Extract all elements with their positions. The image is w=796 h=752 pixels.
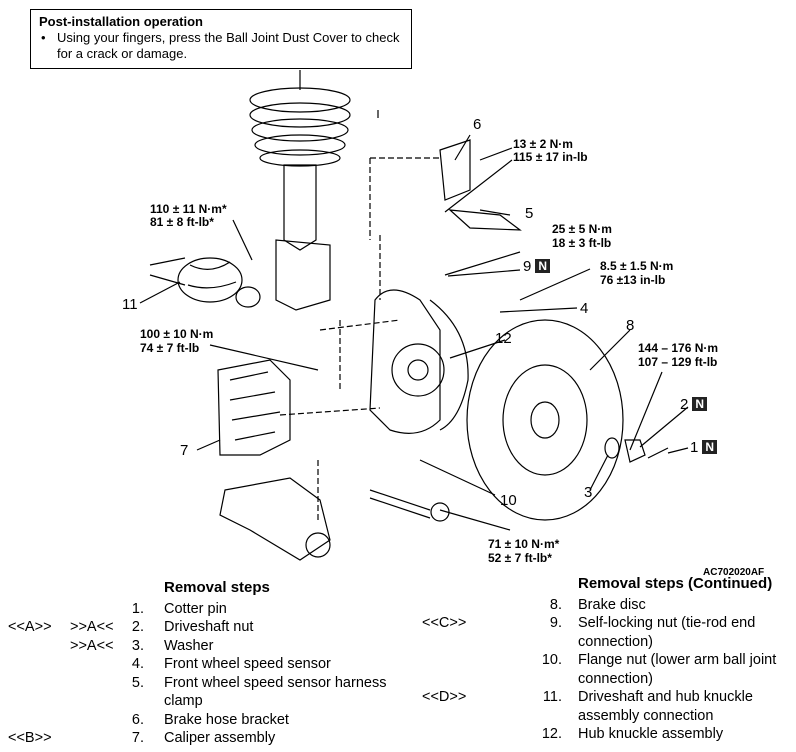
removal-steps-continued-title: Removal steps (Continued) bbox=[578, 575, 773, 592]
step-text: Washer bbox=[164, 637, 214, 654]
driveshaft bbox=[149, 257, 186, 286]
torque-6-imperial: 115 ± 17 in-lb bbox=[513, 150, 588, 164]
callout-5: 5 bbox=[525, 205, 534, 222]
torque-11-imperial: 81 ± 8 ft-lb* bbox=[150, 215, 214, 229]
tie-rod bbox=[369, 489, 431, 519]
step-number: 11. bbox=[542, 689, 562, 705]
torque-7-imperial: 74 ± 7 ft-lb bbox=[140, 341, 200, 355]
step-text: Front wheel speed sensor harness clamp bbox=[164, 674, 387, 710]
list-item: >>A<< 3. Washer bbox=[0, 637, 410, 656]
step-number: 6. bbox=[131, 711, 144, 728]
callout-10: 10 bbox=[500, 492, 517, 509]
callout-11: 11 bbox=[122, 296, 138, 313]
torque-2-imperial: 107 – 129 ft-lb bbox=[638, 355, 718, 369]
list-item: 8. Brake disc bbox=[410, 596, 796, 615]
figure-code: AC702020AF bbox=[703, 567, 765, 578]
step-number: 2. bbox=[131, 619, 144, 635]
step-number: 3. bbox=[131, 637, 144, 654]
note-title: Post-installation operation bbox=[39, 14, 203, 29]
list-item: 12. Hub knuckle assembly bbox=[410, 725, 796, 744]
hub-knuckle bbox=[369, 289, 441, 434]
lower-arm bbox=[219, 477, 331, 561]
callout-3: 3 bbox=[584, 484, 593, 501]
callout-12: 12 bbox=[495, 330, 512, 347]
callout-6: 6 bbox=[473, 116, 482, 133]
new-part-mark: N bbox=[535, 259, 551, 273]
list-item: <<A>> >>A<< 2. Driveshaft nut bbox=[0, 618, 410, 637]
coil-spring bbox=[249, 87, 351, 167]
list-item: 5. Front wheel speed sensor harness clam… bbox=[0, 674, 410, 711]
step-text: Self-locking nut (tie-rod end connection… bbox=[578, 615, 756, 650]
removal-steps-left: Removal steps 1. Cotter pin <<A>> >>A<< … bbox=[0, 579, 410, 748]
step-text: Hub knuckle assembly bbox=[578, 726, 724, 742]
step-tag: >>A<< bbox=[70, 637, 114, 654]
torque-9-metric: 25 ± 5 N·m bbox=[552, 222, 612, 236]
removal-steps-right: Removal steps (Continued) 8. Brake disc … bbox=[410, 575, 796, 744]
step-tag: >>A<< bbox=[70, 619, 114, 635]
post-installation-note: Post-installation operation Using your f… bbox=[30, 9, 412, 69]
step-number: 7. bbox=[131, 730, 144, 746]
step-text: Cotter pin bbox=[164, 600, 227, 617]
list-item: 10. Flange nut (lower arm ball joint con… bbox=[410, 651, 796, 688]
new-part-mark: N bbox=[702, 440, 718, 454]
step-tag: <<C>> bbox=[422, 615, 467, 631]
torque-7-metric: 100 ± 10 N·m bbox=[140, 327, 214, 341]
torque-6-metric: 13 ± 2 N·m bbox=[513, 137, 573, 151]
step-number: 9. bbox=[549, 615, 562, 631]
step-number: 12. bbox=[541, 726, 562, 742]
step-text: Front wheel speed sensor bbox=[164, 656, 331, 672]
step-tag: <<D>> bbox=[422, 689, 467, 705]
torque-10-metric: 71 ± 10 N·m* bbox=[488, 537, 560, 551]
callout-2-number: 2 bbox=[680, 396, 689, 413]
new-part-mark: N bbox=[692, 397, 708, 411]
suspension-exploded-diagram bbox=[139, 70, 689, 561]
strut-body bbox=[283, 164, 317, 251]
list-item: 6. Brake hose bracket bbox=[0, 711, 410, 730]
step-number: 4. bbox=[131, 656, 144, 672]
torque-9-imperial: 18 ± 3 ft-lb bbox=[552, 236, 612, 250]
callout-9-number: 9 bbox=[523, 258, 532, 275]
step-text: Brake disc bbox=[578, 596, 646, 613]
step-text: Driveshaft nut bbox=[164, 619, 254, 635]
list-item: <<C>> 9. Self-locking nut (tie-rod end c… bbox=[410, 614, 796, 651]
removal-steps-title: Removal steps bbox=[164, 579, 270, 596]
callout-7: 7 bbox=[180, 442, 189, 459]
step-tag: <<B>> bbox=[8, 730, 52, 746]
torque-4-imperial: 76 ±13 in-lb bbox=[600, 273, 666, 287]
step-number: 10. bbox=[541, 652, 562, 668]
callout-4: 4 bbox=[580, 300, 589, 317]
step-text: Driveshaft and hub knuckle assembly conn… bbox=[578, 689, 753, 724]
step-tag: <<A>> bbox=[8, 619, 52, 635]
list-item: 4. Front wheel speed sensor bbox=[0, 655, 410, 674]
callout-1-number: 1 bbox=[690, 439, 699, 456]
callout-8: 8 bbox=[626, 317, 635, 334]
torque-10-imperial: 52 ± 7 ft-lb* bbox=[488, 551, 552, 565]
step-text: Flange nut (lower arm ball joint connect… bbox=[578, 652, 777, 687]
brake-disc bbox=[466, 319, 624, 521]
torque-11-metric: 110 ± 11 N·m* bbox=[150, 202, 227, 216]
torque-4-metric: 8.5 ± 1.5 N·m bbox=[600, 259, 674, 273]
list-item: <<D>> 11. Driveshaft and hub knuckle ass… bbox=[410, 688, 796, 725]
note-text: Using your fingers, press the Ball Joint… bbox=[39, 30, 403, 62]
list-item: <<B>> 7. Caliper assembly bbox=[0, 729, 410, 748]
step-text: Brake hose bracket bbox=[164, 711, 289, 728]
caliper bbox=[217, 359, 291, 456]
step-number: 1. bbox=[131, 600, 144, 617]
torque-2-metric: 144 – 176 N·m bbox=[638, 341, 719, 355]
step-number: 5. bbox=[131, 674, 144, 691]
list-item: 1. Cotter pin bbox=[0, 600, 410, 619]
step-text: Caliper assembly bbox=[164, 730, 276, 746]
step-number: 8. bbox=[549, 596, 562, 613]
